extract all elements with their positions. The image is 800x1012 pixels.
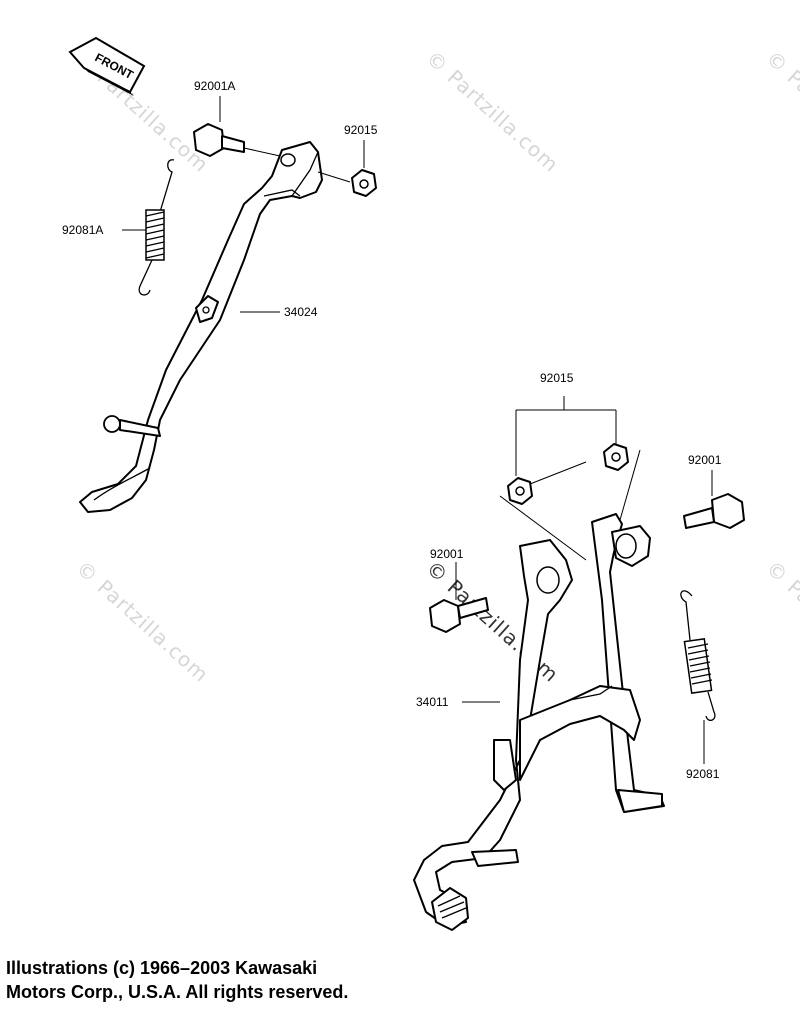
copyright-line: Illustrations (c) 1966–2003 Kawasaki bbox=[6, 958, 318, 978]
watermark-text: © Partzilla.com bbox=[422, 46, 564, 177]
part-label-92001a: 92001A bbox=[194, 79, 235, 93]
part-label-92081a: 92081A bbox=[62, 223, 103, 237]
copyright-line: Motors Corp., U.S.A. All rights reserved… bbox=[6, 982, 349, 1002]
part-label-92001-left: 92001 bbox=[430, 547, 464, 561]
assembly-line bbox=[317, 171, 351, 183]
center-stand-part bbox=[413, 513, 665, 931]
watermark-text: © Partzilla.com bbox=[72, 556, 214, 687]
part-label-92001-right: 92001 bbox=[688, 453, 722, 467]
part-label-34011: 34011 bbox=[416, 695, 449, 709]
watermark-text: © Partzilla.com bbox=[762, 46, 800, 177]
nut-icon bbox=[603, 443, 629, 471]
nut-icon bbox=[507, 477, 533, 505]
part-label-34024: 34024 bbox=[284, 305, 318, 319]
nuts-bracket bbox=[499, 396, 641, 561]
copyright-notice: Illustrations (c) 1966–2003 Kawasaki Mot… bbox=[6, 956, 348, 1004]
part-label-92015-side: 92015 bbox=[344, 123, 378, 137]
side-stand-part bbox=[79, 141, 323, 513]
spring-icon bbox=[680, 590, 716, 721]
part-label-92015-center: 92015 bbox=[540, 371, 574, 385]
bolt-icon bbox=[193, 123, 245, 157]
bolt-icon bbox=[683, 493, 745, 529]
part-label-92081: 92081 bbox=[686, 767, 720, 781]
nut-icon bbox=[351, 169, 377, 197]
assembly-line bbox=[243, 147, 281, 157]
watermark-text: © Partzilla.com bbox=[762, 556, 800, 687]
bolt-icon bbox=[429, 597, 489, 633]
parts-diagram: © Partzilla.com © Partzilla.com © Partzi… bbox=[62, 36, 800, 931]
spring-icon bbox=[138, 159, 175, 296]
